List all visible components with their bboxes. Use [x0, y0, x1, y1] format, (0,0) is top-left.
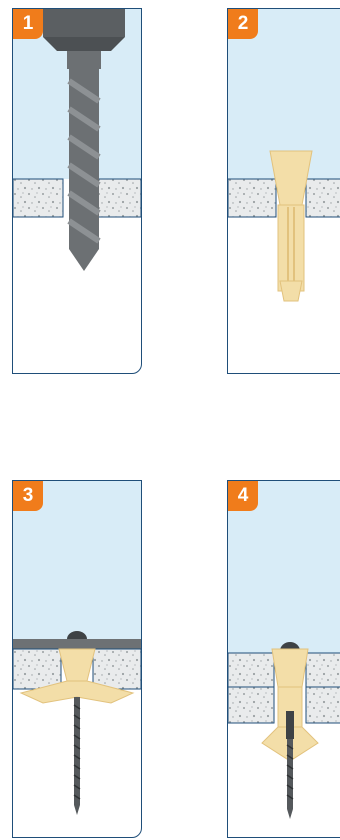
step-3-illustration	[13, 481, 141, 837]
step-2-illustration	[228, 9, 340, 373]
step-number-badge: 1	[13, 9, 43, 39]
step-4-illustration	[228, 481, 340, 837]
step-1-illustration	[13, 9, 141, 373]
fixture-plate	[13, 639, 141, 649]
step-4-panel: 4	[227, 480, 340, 838]
step-number-badge: 4	[228, 481, 258, 511]
wall-anchor	[270, 151, 312, 301]
step-2-panel: 2	[227, 8, 340, 374]
step-3-panel: 3	[12, 480, 142, 838]
screw-shaft	[286, 711, 294, 819]
step-number-badge: 3	[13, 481, 43, 511]
step-number-badge: 2	[228, 9, 258, 39]
screw-shaft	[74, 697, 80, 815]
step-1-panel: 1	[12, 8, 142, 374]
